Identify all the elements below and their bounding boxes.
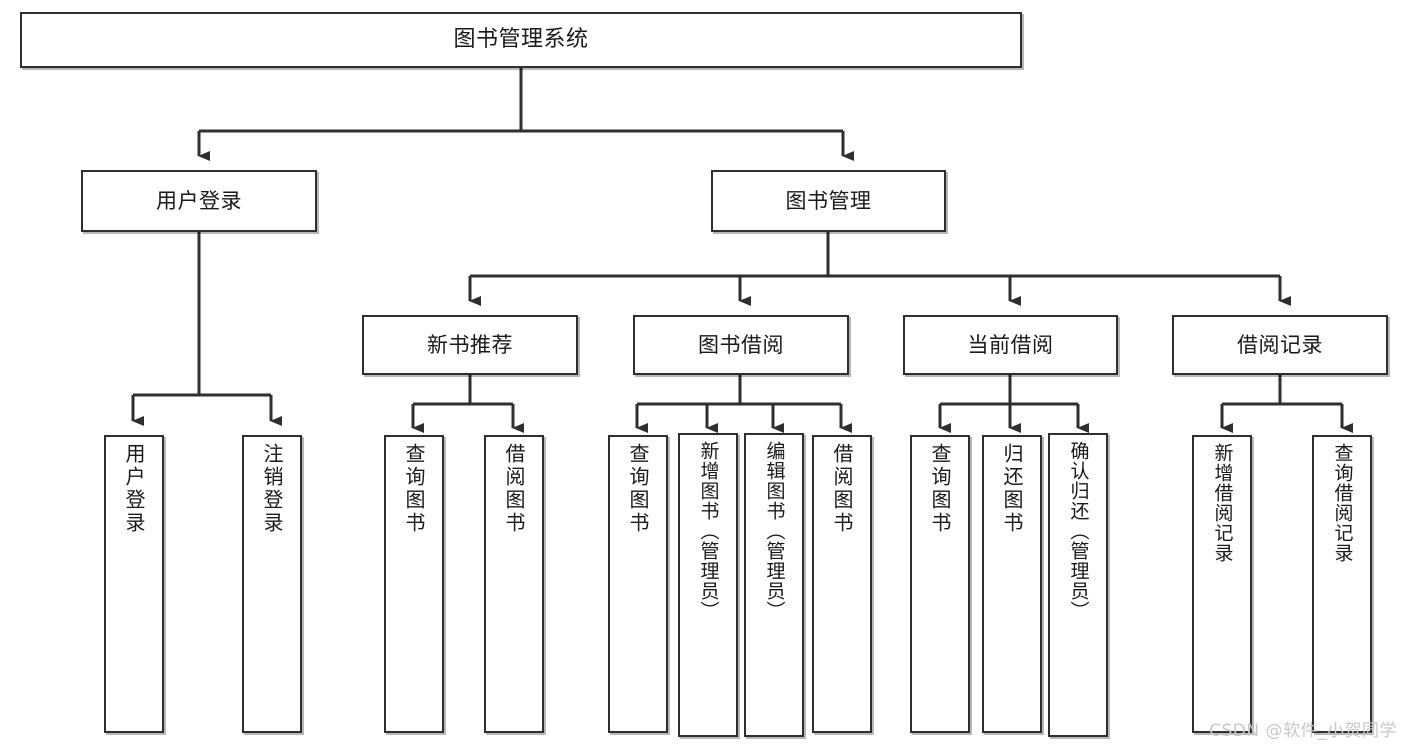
csdn-watermark: CSDN @软件_小贺同学: [1209, 721, 1397, 741]
node-user-login[interactable]: 用户登录: [81, 170, 317, 232]
node-leaf-query-book-recommendation[interactable]: 查询图书: [384, 435, 444, 733]
node-book-management[interactable]: 图书管理: [711, 170, 946, 232]
node-leaf-add-book-admin[interactable]: 新增图书（管理员）: [678, 433, 738, 737]
node-label: 图书管理: [785, 188, 872, 213]
node-label: 查询图书: [928, 443, 952, 535]
node-leaf-logout[interactable]: 注销登录: [242, 435, 302, 733]
node-label: 注销登录: [260, 443, 284, 535]
node-label: 新书推荐: [427, 332, 513, 357]
node-label: 新增图书（管理员）: [697, 441, 720, 621]
node-label: 图书管理系统: [453, 27, 589, 53]
node-leaf-query-book-current[interactable]: 查询图书: [910, 435, 970, 733]
node-label: 用户登录: [156, 188, 242, 213]
node-label: 查询图书: [402, 443, 426, 535]
node-label: 新增借阅记录: [1211, 443, 1234, 563]
node-label: 归还图书: [1000, 443, 1024, 535]
node-label: 查询图书: [626, 443, 650, 535]
node-label: 借阅记录: [1237, 332, 1323, 357]
node-label: 编辑图书（管理员）: [763, 441, 786, 621]
node-book-borrow[interactable]: 图书借阅: [633, 315, 849, 375]
node-leaf-query-book-borrow[interactable]: 查询图书: [608, 435, 668, 733]
node-borrow-record[interactable]: 借阅记录: [1172, 315, 1388, 375]
node-label: 借阅图书: [502, 443, 526, 535]
node-leaf-query-borrow-record[interactable]: 查询借阅记录: [1312, 435, 1372, 733]
node-new-book-recommendation[interactable]: 新书推荐: [362, 315, 578, 375]
node-leaf-confirm-return-admin[interactable]: 确认归还（管理员）: [1048, 433, 1108, 737]
node-current-borrow[interactable]: 当前借阅: [903, 315, 1118, 375]
node-leaf-edit-book-admin[interactable]: 编辑图书（管理员）: [744, 433, 804, 737]
node-label: 借阅图书: [830, 443, 854, 535]
node-leaf-borrow-book[interactable]: 借阅图书: [812, 435, 872, 733]
node-leaf-user-login[interactable]: 用户登录: [104, 435, 164, 733]
node-label: 用户登录: [122, 443, 146, 535]
node-leaf-return-book[interactable]: 归还图书: [982, 435, 1042, 733]
node-root-book-management-system[interactable]: 图书管理系统: [20, 12, 1022, 68]
node-leaf-borrow-book-recommendation[interactable]: 借阅图书: [484, 435, 544, 733]
node-label: 当前借阅: [967, 332, 1054, 357]
node-label: 查询借阅记录: [1331, 443, 1354, 563]
node-label: 图书借阅: [698, 332, 784, 357]
node-label: 确认归还（管理员）: [1067, 441, 1090, 621]
node-leaf-add-borrow-record[interactable]: 新增借阅记录: [1192, 435, 1252, 733]
